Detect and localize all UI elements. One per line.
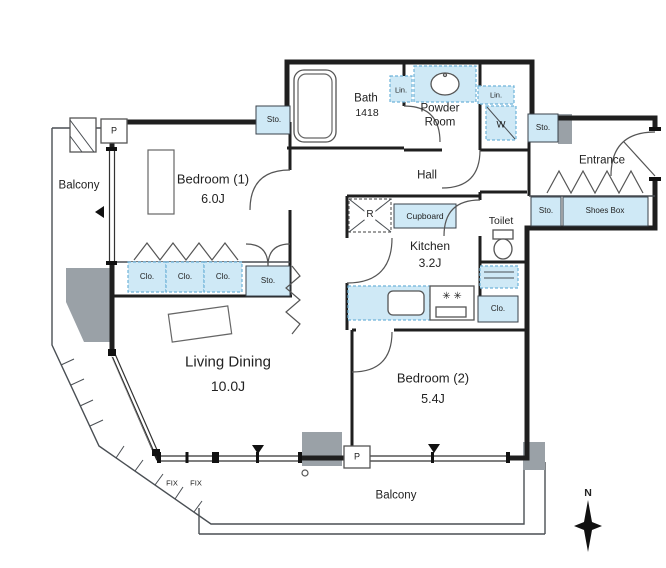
- bedroom1-size: 6.0J: [201, 191, 225, 206]
- storage-living-label: Sto.: [260, 276, 276, 285]
- edge-hatching: [60, 358, 203, 513]
- bedroom1-label: Bedroom (1): [176, 171, 250, 187]
- fix-right-label: FIX: [190, 478, 202, 488]
- living-dining-size: 10.0J: [210, 378, 246, 394]
- pipe-top-label: P: [110, 125, 118, 136]
- markers: [95, 118, 602, 552]
- entry-marker-bedroom2: [428, 444, 440, 453]
- storage-entrance: [530, 196, 562, 227]
- toilet-label: Toilet: [488, 214, 514, 227]
- powder-room-label-1: Powder: [420, 102, 460, 115]
- storage-double-door: [245, 243, 291, 267]
- entrance-label: Entrance: [578, 154, 626, 167]
- pipe-space-top: [100, 118, 128, 144]
- pillar-left: [66, 268, 112, 342]
- bathtub: [293, 69, 337, 143]
- bath-label: Bath: [354, 92, 378, 105]
- storage-top-right-label: Sto.: [535, 123, 551, 132]
- entrance-door-arc: [610, 131, 656, 177]
- pipe-space-bottom: [343, 445, 371, 469]
- windows: [106, 127, 661, 463]
- bedroom2-door-arc: [351, 331, 393, 373]
- toilet-door-arc: [443, 199, 481, 237]
- pillar-bottom: [302, 432, 342, 466]
- north-arrow-icon: [574, 500, 602, 552]
- toilet-bowl: [493, 238, 513, 260]
- storage-top-right: [527, 113, 559, 143]
- bedroom1-closet-folding-door: [133, 242, 239, 261]
- bedroom1-door-arc: [249, 169, 291, 211]
- living-furniture: [167, 305, 233, 343]
- bath-door-arc: [403, 105, 441, 143]
- closet-1-label: Clo.: [139, 272, 155, 281]
- entry-marker-living: [252, 445, 264, 454]
- entry-marker-left: [95, 206, 104, 218]
- walls: [109, 59, 658, 461]
- outer-wall: [109, 59, 658, 461]
- linen-powder-label: Lin.: [394, 85, 408, 95]
- doors: [133, 105, 656, 373]
- hall-label: Hall: [417, 169, 437, 182]
- balcony-bottom-label: Balcony: [375, 489, 417, 502]
- pipe-bottom-label: P: [353, 451, 361, 462]
- kitchen-sink: [387, 290, 425, 316]
- shoes-box: [562, 196, 649, 227]
- linen-cabinet-powder: [389, 75, 413, 103]
- shoes-box-label: Shoes Box: [585, 206, 625, 215]
- fix-left-label: FIX: [166, 478, 178, 488]
- stove-burners-icon: ✳ ✳: [442, 291, 462, 302]
- linen-cabinet-hall: [477, 85, 515, 105]
- cupboard-label: Cupboard: [406, 210, 444, 221]
- inner-walls: [112, 62, 531, 458]
- living-diagonal-window: [111, 354, 159, 454]
- living-dining-label: Living Dining: [185, 353, 271, 371]
- compass-north-label: N: [584, 486, 592, 499]
- balcony-left-label: Balcony: [58, 179, 100, 192]
- linen-hall-label: Lin.: [489, 90, 503, 100]
- entrance-closet-folding-door: [546, 169, 644, 195]
- closet-3: [203, 261, 243, 293]
- bedroom1-window: [108, 150, 116, 262]
- living-accordion-door: [285, 265, 301, 335]
- washer-label: W: [496, 119, 506, 131]
- toilet-tank: [492, 229, 514, 240]
- powder-door-arc: [441, 149, 481, 189]
- bath-size: 1418: [355, 106, 379, 119]
- bedroom2-size: 5.4J: [421, 391, 445, 406]
- closet-3-label: Clo.: [215, 272, 231, 281]
- door-stop: [301, 469, 309, 477]
- kitchen-size: 3.2J: [418, 256, 442, 270]
- storage-entrance-label: Sto.: [538, 206, 554, 215]
- powder-room-label-2: Room: [424, 116, 456, 129]
- storage-sto-bath: [255, 105, 291, 135]
- kitchen-label: Kitchen: [409, 239, 451, 253]
- balcony-partition: [69, 117, 97, 153]
- grill: [435, 306, 467, 318]
- closet-1: [127, 261, 167, 293]
- kitchen-door-arc: [346, 237, 393, 284]
- fixtures: [147, 69, 514, 343]
- shelf-kitchen-east: [479, 265, 519, 289]
- pillar-top-right: [558, 114, 572, 144]
- closet-kitchen: [477, 295, 519, 323]
- pillars: [66, 114, 572, 470]
- bedroom2-label: Bedroom (2): [396, 370, 470, 386]
- closet-2-label: Clo.: [177, 272, 193, 281]
- storage-bath-label: Sto.: [266, 115, 282, 124]
- storage-living: [245, 265, 291, 297]
- refrigerator-label: R: [364, 209, 376, 220]
- closet-kitchen-label: Clo.: [490, 304, 506, 313]
- bedroom1-furniture: [147, 149, 175, 215]
